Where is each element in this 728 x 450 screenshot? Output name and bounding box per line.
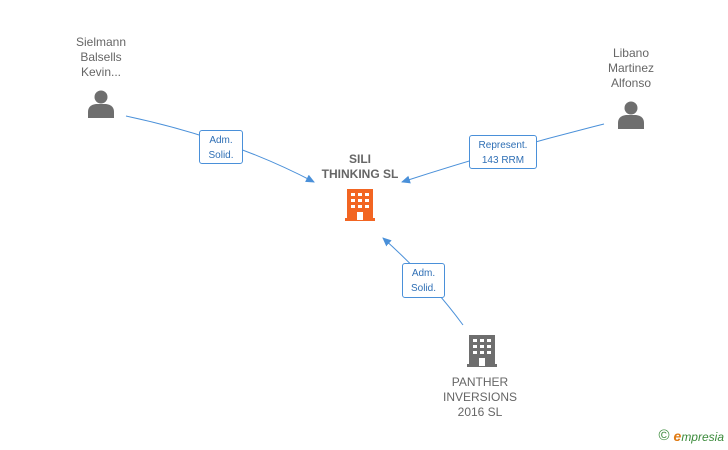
relation-text: Represent. [478, 140, 528, 151]
label-line: SILI [348, 152, 371, 166]
relation-text: Solid. [410, 283, 436, 294]
center-company-label[interactable]: SILI THINKING SL [300, 152, 420, 182]
label-line: Libano [612, 46, 650, 60]
person-icon[interactable] [88, 90, 114, 119]
brand-logo: © empresia [658, 427, 724, 444]
label-line: THINKING SL [321, 167, 399, 181]
label-line: PANTHER [451, 375, 509, 389]
relation-badge[interactable]: Adm. Solid. [402, 263, 445, 298]
relation-text: Adm. [411, 268, 436, 279]
relation-text: Adm. [209, 135, 233, 146]
label-line: Kevin... [80, 65, 122, 79]
relation-badge[interactable]: Represent. 143 RRM [469, 135, 537, 169]
relation-text: Solid. [208, 150, 234, 161]
label-line: 2016 SL [457, 405, 503, 419]
label-line: Martinez [607, 61, 654, 75]
person-icon[interactable] [618, 101, 644, 130]
brand-wordmark: empresia [673, 427, 724, 444]
company-node-label[interactable]: PANTHER INVERSIONS 2016 SL [425, 375, 535, 420]
person-node-label[interactable]: Libano Martinez Alfonso [586, 46, 676, 91]
building-icon[interactable] [467, 335, 497, 367]
copyright-icon: © [658, 427, 670, 444]
label-line: INVERSIONS [442, 390, 517, 404]
person-node-label[interactable]: Sielmann Balsells Kevin... [56, 35, 146, 80]
building-icon[interactable] [345, 189, 375, 221]
label-line: Balsells [80, 50, 122, 64]
label-line: Sielmann [75, 35, 127, 49]
relation-text: 143 RRM [481, 155, 525, 166]
relation-badge[interactable]: Adm. Solid. [199, 130, 243, 164]
label-line: Alfonso [610, 76, 652, 90]
